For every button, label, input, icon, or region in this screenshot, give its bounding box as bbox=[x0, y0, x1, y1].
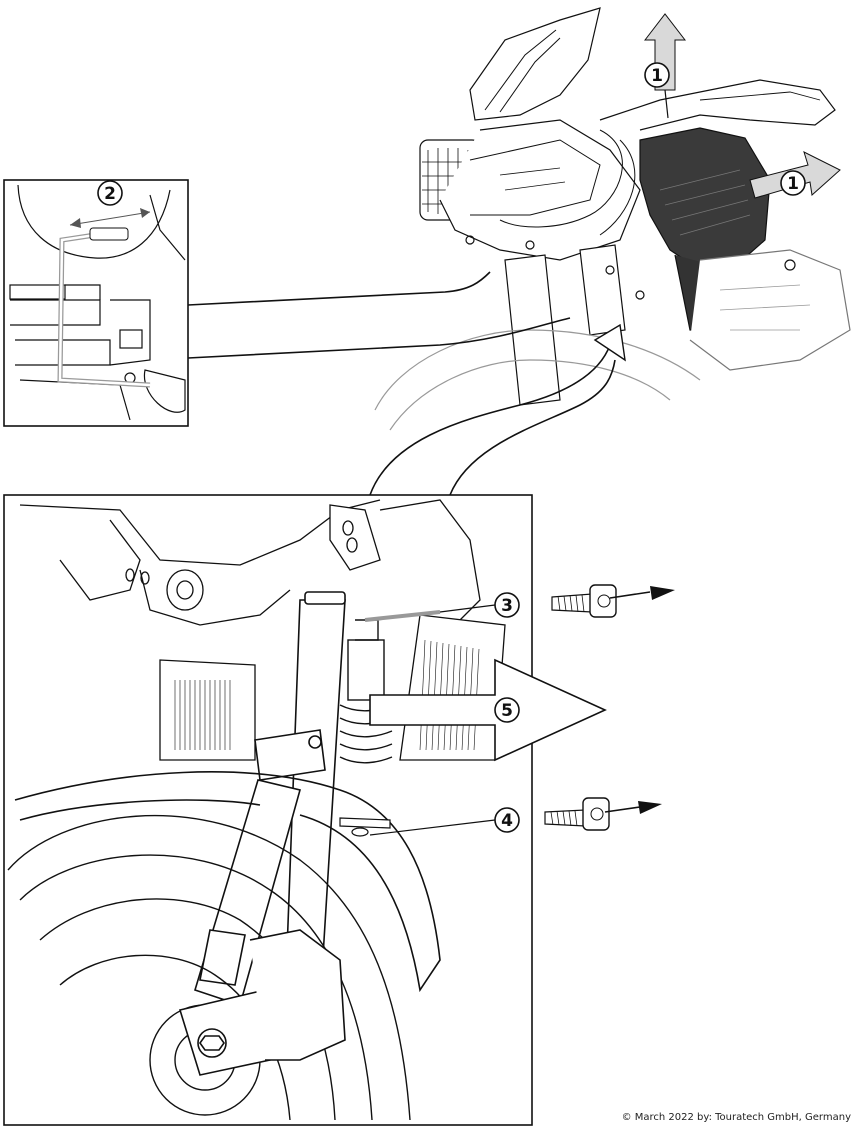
removal-arrow-5-icon bbox=[369, 658, 607, 762]
svg-text:1: 1 bbox=[651, 66, 663, 86]
callout-1a: 1 bbox=[644, 62, 670, 88]
bolt-3-removal-arrow-icon bbox=[609, 586, 675, 600]
svg-text:4: 4 bbox=[501, 811, 513, 831]
bolt-4-removal-arrow-icon bbox=[604, 801, 662, 814]
bolt-4-icon bbox=[544, 797, 610, 831]
callout-5: 5 bbox=[494, 697, 520, 723]
callout-4-leader bbox=[369, 819, 496, 836]
callout-4: 4 bbox=[494, 807, 520, 833]
svg-text:5: 5 bbox=[501, 701, 513, 721]
zoom-pointer bbox=[369, 323, 626, 496]
callout-2: 2 bbox=[97, 180, 123, 206]
callout-3: 3 bbox=[494, 592, 520, 618]
svg-text:3: 3 bbox=[501, 596, 513, 616]
callout-1b: 1 bbox=[780, 170, 806, 196]
detail-box-connector bbox=[3, 179, 571, 427]
svg-text:1: 1 bbox=[787, 174, 799, 194]
bolt-3-icon bbox=[551, 584, 617, 618]
main-detail-box bbox=[3, 494, 533, 1126]
copyright-footer: © March 2022 by: Touratech GmbH, Germany bbox=[621, 1112, 851, 1123]
callout-3-leader bbox=[439, 604, 496, 613]
svg-text:2: 2 bbox=[104, 184, 116, 204]
motorcycle-overview bbox=[374, 7, 851, 431]
